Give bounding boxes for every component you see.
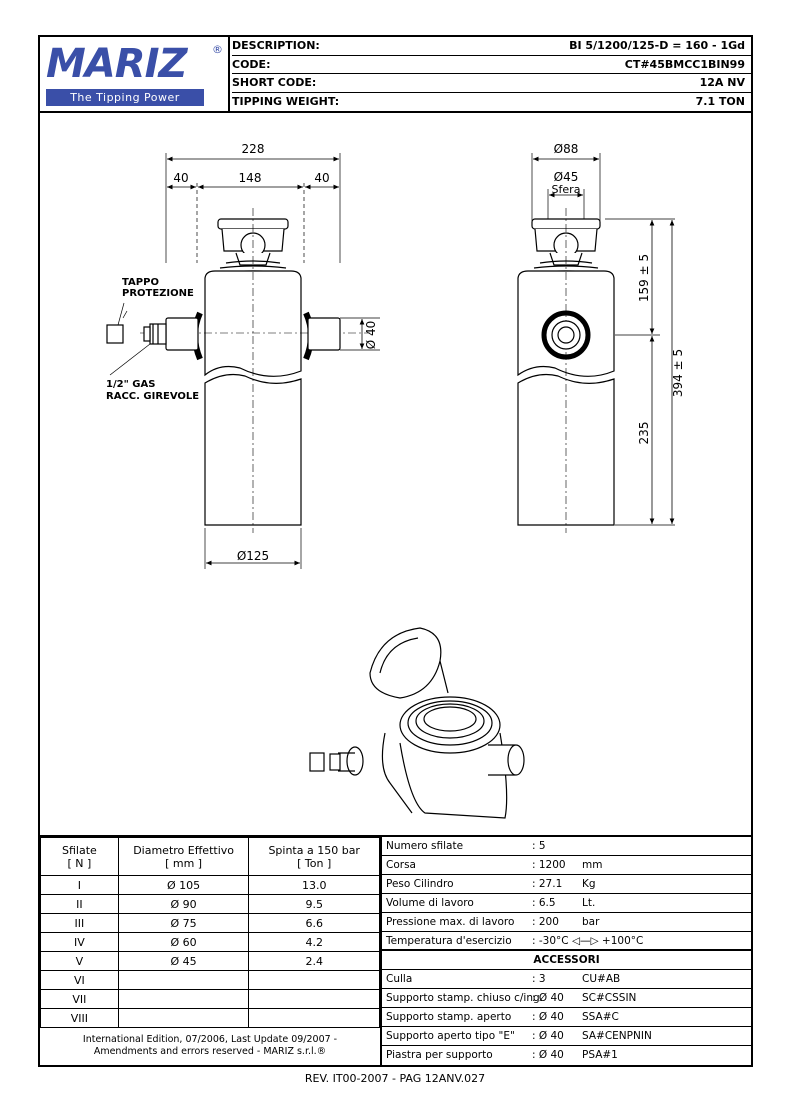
page-footer: REV. IT00-2007 - PAG 12ANV.027 [304, 1072, 486, 1085]
label-gas: 1/2" GAS [106, 379, 155, 390]
dim-total-width: 228 [242, 142, 265, 156]
header-row-code: CODE: CT#45BMCC1BIN99 [232, 56, 751, 74]
drawing-svg: 228 40 148 40 Ø 40 Ø125 TAPPO PROTEZIONE… [106, 142, 685, 819]
dim-mid: 148 [239, 171, 262, 185]
header: MARIZ ® The Tipping Power DESCRIPTION: B… [40, 37, 751, 113]
header-sfilate: Sfilate[ N ] [40, 837, 119, 876]
logo-wordmark: MARIZ [46, 41, 187, 87]
accessories-title: ACCESSORI [382, 951, 751, 970]
spec-row: Numero sfilate: 5 [382, 837, 751, 856]
stages-table: Sfilate[ N ] Diametro Effettivo[ mm ] Sp… [40, 837, 380, 1028]
dim-right: 40 [314, 171, 329, 185]
stages-table-header: Sfilate[ N ] Diametro Effettivo[ mm ] Sp… [40, 837, 380, 876]
table-row: VIII [40, 1008, 380, 1028]
header-diametro: Diametro Effettivo[ mm ] [117, 837, 250, 876]
dim-height-upper: 159 ± 5 [637, 254, 651, 302]
logo-tagline: The Tipping Power [46, 89, 204, 106]
dim-top-diameter: Ø88 [554, 142, 579, 156]
label-sfera: Sfera [552, 183, 581, 196]
dim-height-lower: 235 [637, 422, 651, 445]
header-row-description: DESCRIPTION: BI 5/1200/125-D = 160 - 1Gd [232, 37, 751, 56]
spec-row: Temperatura d'esercizio: -30°C ◁—▷ +100°… [382, 932, 751, 951]
header-row-tipping-weight: TIPPING WEIGHT: 7.1 TON [232, 94, 745, 108]
header-row-short-code: SHORT CODE: 12A NV [232, 74, 751, 93]
table-row: VI [40, 970, 380, 990]
dim-height-total: 394 ± 5 [671, 349, 685, 397]
label-racc-girevole: RACC. GIREVOLE [106, 391, 199, 402]
table-row: VII [40, 989, 380, 1009]
header-spinta: Spinta a 150 bar[ Ton ] [248, 837, 380, 876]
front-view [106, 153, 380, 569]
logo-registered-mark: ® [212, 43, 223, 56]
dim-side-diameter: Ø 40 [364, 321, 378, 350]
dim-left: 40 [173, 171, 188, 185]
technical-drawing: 228 40 148 40 Ø 40 Ø125 TAPPO PROTEZIONE… [40, 113, 751, 835]
edition-note: International Edition, 07/2006, Last Upd… [40, 1027, 380, 1065]
isometric-view [309, 627, 525, 819]
specifications-area: Sfilate[ N ] Diametro Effettivo[ mm ] Sp… [40, 835, 751, 1065]
side-view [517, 153, 675, 533]
datasheet-frame: MARIZ ® The Tipping Power DESCRIPTION: B… [38, 35, 753, 1067]
dim-base-diameter: Ø125 [237, 549, 269, 563]
logo: MARIZ ® The Tipping Power [40, 37, 230, 111]
label-tappo: TAPPO [122, 277, 159, 288]
label-protezione: PROTEZIONE [122, 288, 194, 299]
dim-sphere-diameter: Ø45 [554, 170, 579, 184]
